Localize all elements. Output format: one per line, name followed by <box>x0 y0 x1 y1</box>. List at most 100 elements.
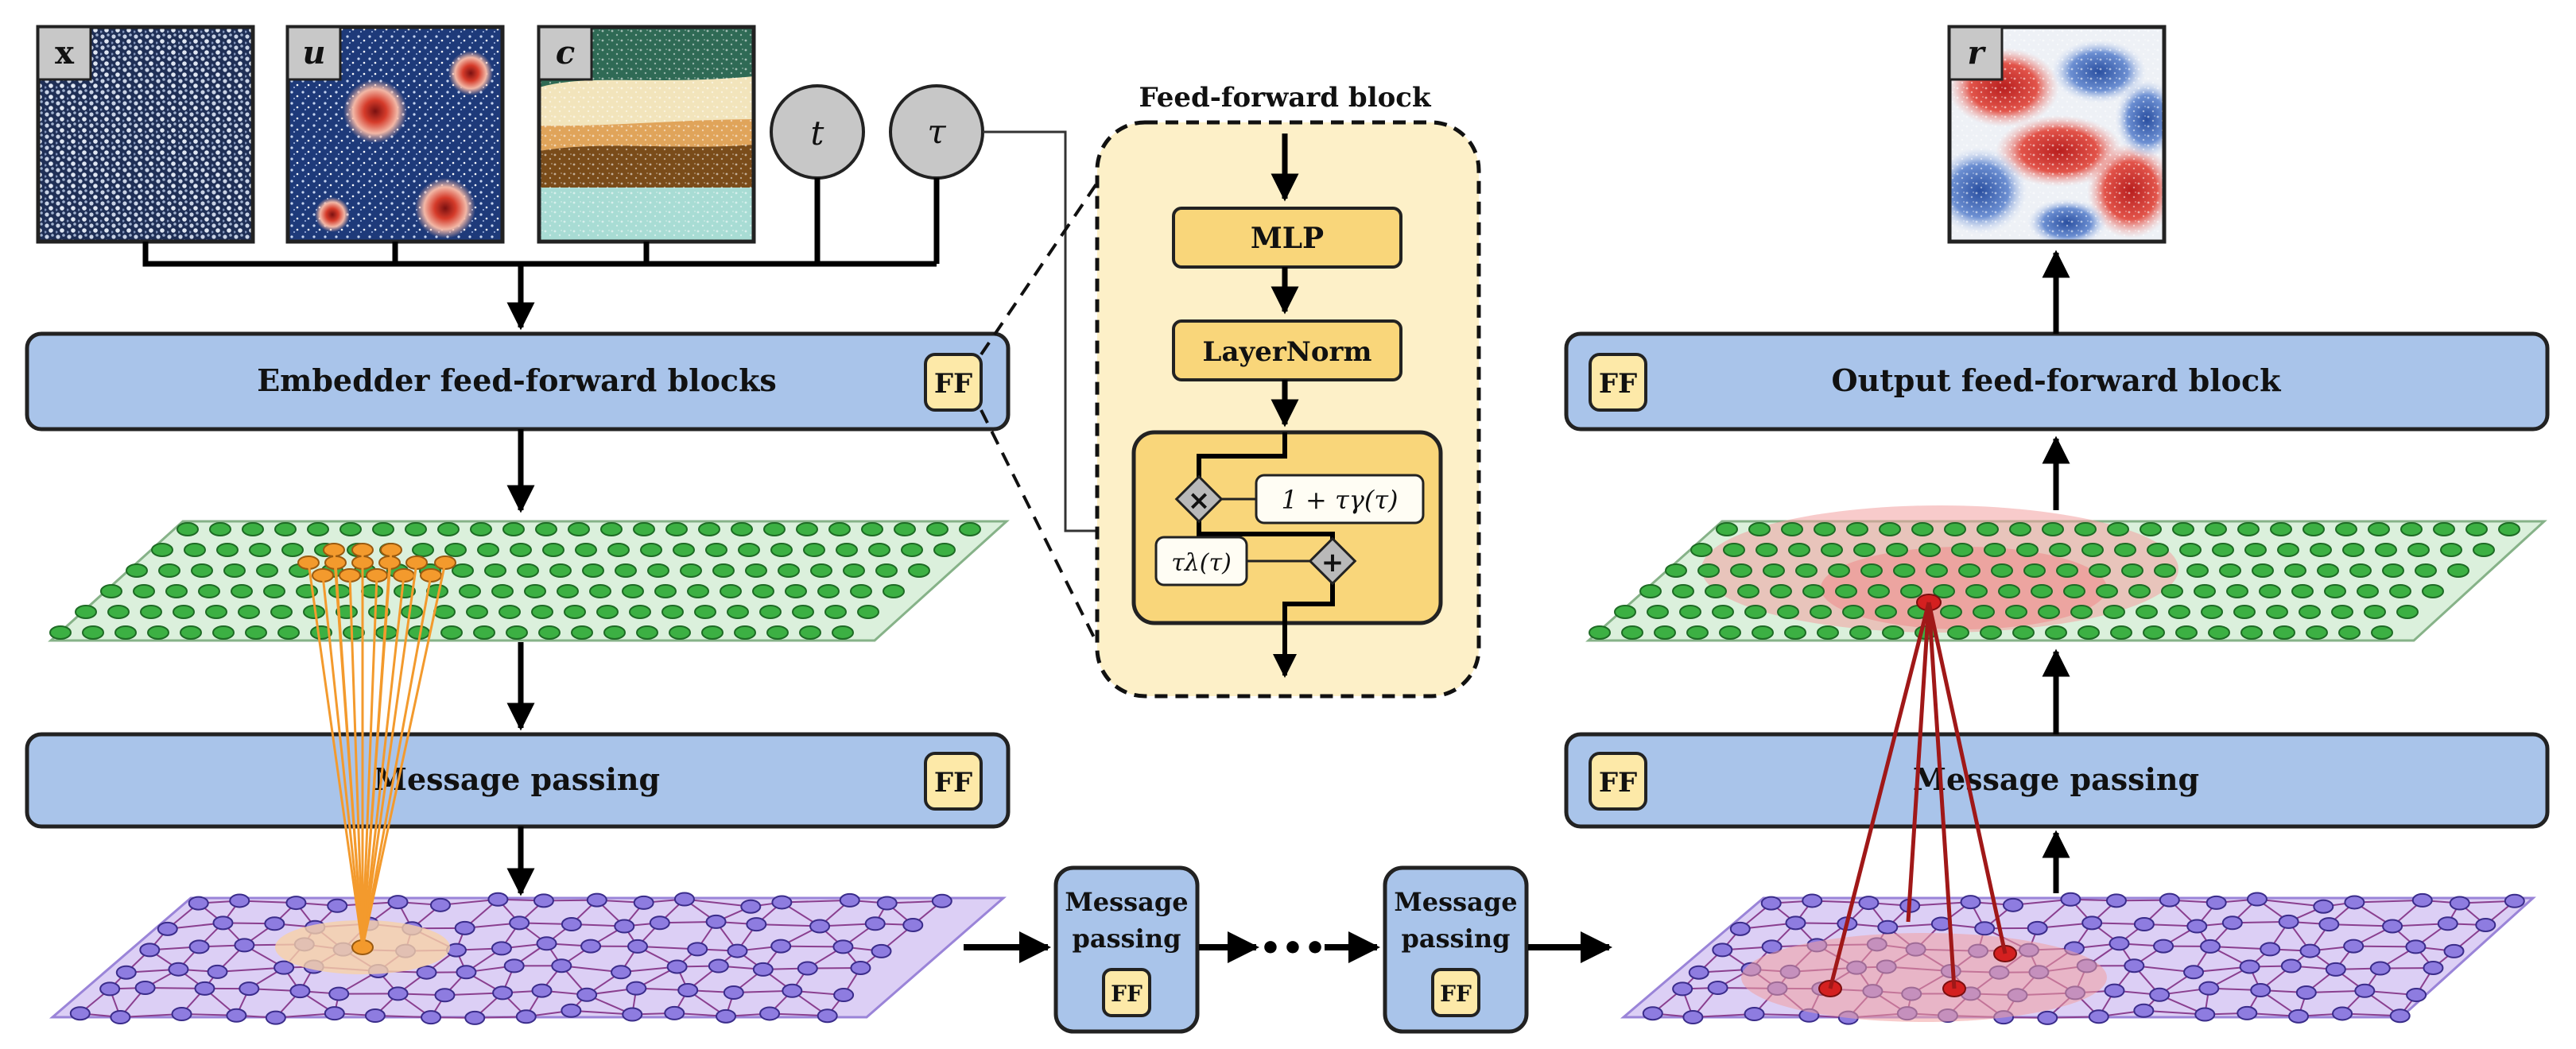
grid-node <box>1947 625 1969 640</box>
grid-node <box>1763 563 1785 578</box>
mesh-node <box>229 893 250 908</box>
grid-node <box>2103 605 2125 619</box>
output-r-label: r <box>1967 34 1986 72</box>
mesh-node <box>2221 915 2243 931</box>
mesh-node <box>2124 958 2145 974</box>
grid-node <box>1814 522 1836 536</box>
grid-node <box>1918 543 1941 557</box>
grid-node <box>2382 563 2404 578</box>
grid-node <box>1821 543 1843 557</box>
grid-node <box>1944 522 1966 536</box>
grid-node <box>654 584 677 598</box>
output-ff-label: Output feed-forward block <box>1832 362 2282 398</box>
mesh-node <box>212 915 234 931</box>
grid-node <box>1755 543 1778 557</box>
mesh-node <box>770 939 792 954</box>
grid-node <box>603 625 626 640</box>
grid-node <box>510 543 532 557</box>
mesh-node <box>871 943 892 958</box>
grid-node <box>307 522 329 536</box>
grid-node <box>535 522 557 536</box>
grid-node <box>401 605 423 619</box>
mesh-node <box>239 981 260 997</box>
left-regular-grid <box>48 520 1010 642</box>
right-regular-grid <box>1585 505 2547 642</box>
mesh-node <box>1642 1006 1663 1021</box>
grid-node <box>2186 563 2209 578</box>
encoder-link <box>361 575 378 948</box>
grid-node <box>698 522 720 536</box>
grid-node <box>661 605 684 619</box>
grid-node <box>473 625 495 640</box>
mesh-node <box>2405 939 2427 954</box>
message-passing-right: Message passing FF <box>1564 732 2550 829</box>
mesh-edge <box>2256 898 2324 908</box>
grid-node <box>2240 625 2263 640</box>
mesh-node <box>1707 981 1728 996</box>
mesh-node <box>1974 921 1996 936</box>
mesh-node <box>533 893 554 908</box>
mesh-node <box>673 892 695 907</box>
grid-node <box>828 522 851 536</box>
mesh-node <box>2153 939 2174 954</box>
grid-node <box>114 625 137 640</box>
grid-node <box>2172 522 2194 536</box>
mesh-node <box>864 916 886 931</box>
grid-node <box>857 605 879 619</box>
grid-node <box>2342 543 2365 557</box>
grid-node <box>1810 605 1832 619</box>
grid-node <box>701 625 724 640</box>
grid-node <box>2212 543 2234 557</box>
mesh-node <box>1760 896 1782 911</box>
mesh-node <box>627 939 649 954</box>
mesh-node <box>157 921 178 936</box>
grid-node <box>2143 625 2165 640</box>
grid-node <box>133 584 155 598</box>
mesh-node <box>285 896 307 911</box>
grid-node <box>212 625 235 640</box>
grid-node <box>2465 522 2488 536</box>
grid-node <box>926 522 949 536</box>
grid-node <box>2168 605 2190 619</box>
grid-node <box>1639 584 1662 598</box>
output-ff-badge-label: FF <box>1599 368 1637 400</box>
grid-node <box>1748 522 1771 536</box>
mesh-node <box>421 1010 442 1025</box>
mesh-node <box>2159 892 2180 908</box>
grid-node <box>875 563 898 578</box>
grid-node <box>2440 543 2462 557</box>
mesh-node <box>746 917 767 932</box>
grid-node <box>459 584 481 598</box>
grid-node <box>126 563 148 578</box>
grid-node <box>1621 625 1643 640</box>
grid-node <box>107 605 130 619</box>
grid-node <box>673 543 695 557</box>
mesh-node <box>2344 895 2365 910</box>
mesh-node <box>2504 893 2525 908</box>
input-u-label: u <box>302 34 325 72</box>
grid-node <box>477 543 499 557</box>
add-symbol: + <box>1321 547 1344 579</box>
mesh-node <box>561 917 582 932</box>
mesh-node <box>2313 899 2334 914</box>
mesh-edge <box>684 898 751 908</box>
mesh-node <box>1785 915 1806 931</box>
grid-node <box>2291 584 2314 598</box>
mesh-node <box>464 1010 486 1025</box>
grid-node <box>1697 563 1720 578</box>
grid-node <box>2473 543 2495 557</box>
mesh-node <box>2088 1009 2109 1024</box>
mesh-node <box>649 915 670 931</box>
grid-node <box>1690 543 1713 557</box>
grid-node <box>2335 522 2357 536</box>
mesh-node <box>509 915 530 931</box>
grid-node <box>140 605 162 619</box>
mesh-node <box>2449 896 2470 911</box>
grid-node <box>792 605 814 619</box>
grid-node <box>1817 625 1839 640</box>
grid-node <box>1842 605 1864 619</box>
mesh-node <box>139 943 161 958</box>
grid-node <box>1846 522 1868 536</box>
mesh-node <box>324 1006 345 1021</box>
grid-node <box>908 563 930 578</box>
